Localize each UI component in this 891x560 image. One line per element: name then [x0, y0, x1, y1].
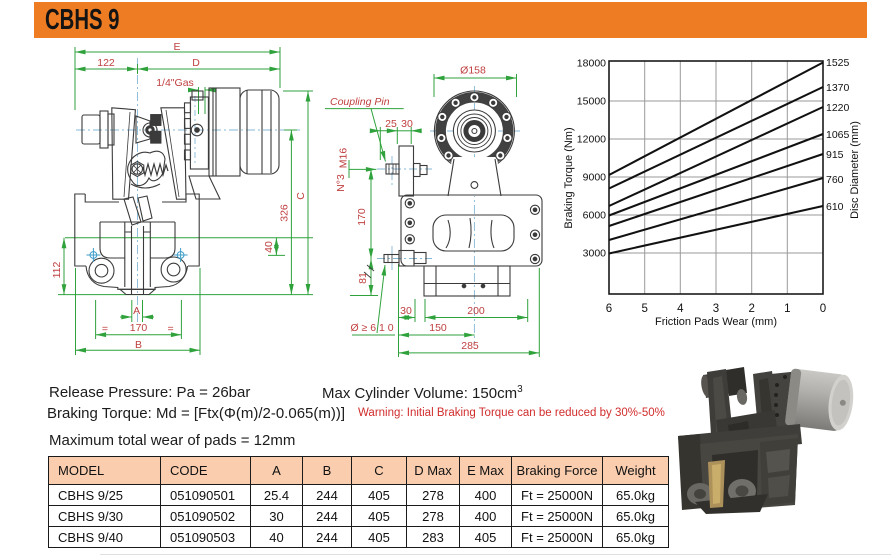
svg-text:81: 81 — [357, 272, 369, 284]
svg-text:12000: 12000 — [577, 134, 606, 146]
svg-text:112: 112 — [51, 261, 63, 278]
svg-text:285: 285 — [461, 340, 479, 352]
svg-text:5: 5 — [641, 303, 647, 315]
svg-text:150: 150 — [429, 322, 447, 334]
svg-text:1: 1 — [784, 303, 790, 315]
svg-text:40: 40 — [263, 241, 275, 253]
svg-text:9000: 9000 — [583, 172, 607, 184]
svg-text:A: A — [133, 305, 140, 317]
svg-text:610: 610 — [826, 201, 844, 213]
svg-text:18000: 18000 — [577, 58, 606, 70]
svg-text:30: 30 — [401, 118, 413, 130]
svg-text:Ø158: Ø158 — [460, 65, 486, 77]
svg-text:1525: 1525 — [826, 57, 850, 69]
svg-text:M16: M16 — [338, 148, 350, 169]
svg-text:915: 915 — [826, 149, 844, 161]
svg-text:N°3: N°3 — [335, 174, 347, 192]
svg-text:0: 0 — [820, 303, 826, 315]
svg-text:Coupling Pin: Coupling Pin — [330, 96, 390, 108]
svg-text:122: 122 — [97, 57, 115, 69]
svg-text:6: 6 — [606, 303, 612, 315]
svg-text:=: = — [168, 323, 174, 335]
svg-text:25: 25 — [385, 118, 397, 130]
svg-text:2: 2 — [748, 303, 754, 315]
svg-text:4: 4 — [677, 303, 684, 315]
svg-text:3000: 3000 — [583, 248, 607, 260]
svg-text:1220: 1220 — [826, 102, 850, 114]
svg-text:C: C — [295, 192, 307, 200]
svg-text:1065: 1065 — [826, 129, 850, 141]
svg-text:B: B — [135, 339, 142, 351]
svg-text:Disc Diameter (mm): Disc Diameter (mm) — [849, 121, 861, 219]
svg-text:1/4"Gas: 1/4"Gas — [156, 77, 194, 89]
svg-text:326: 326 — [279, 204, 291, 222]
svg-text:3: 3 — [713, 303, 719, 315]
svg-text:E: E — [173, 41, 180, 53]
svg-text:15000: 15000 — [577, 96, 606, 108]
svg-text:Friction Pads Wear (mm): Friction Pads Wear (mm) — [655, 316, 777, 328]
svg-text:170: 170 — [356, 208, 368, 226]
svg-text:30: 30 — [400, 305, 412, 317]
svg-text:Ø ≥ 6 1 0: Ø ≥ 6 1 0 — [350, 322, 393, 334]
svg-text:D: D — [192, 57, 200, 69]
svg-text:1370: 1370 — [826, 82, 850, 94]
svg-text:170: 170 — [130, 322, 148, 334]
svg-text:=: = — [102, 323, 108, 335]
svg-text:Braking Torque (Nm): Braking Torque (Nm) — [563, 127, 575, 228]
svg-text:760: 760 — [826, 174, 844, 186]
svg-text:6000: 6000 — [583, 210, 607, 222]
svg-text:200: 200 — [467, 305, 485, 317]
